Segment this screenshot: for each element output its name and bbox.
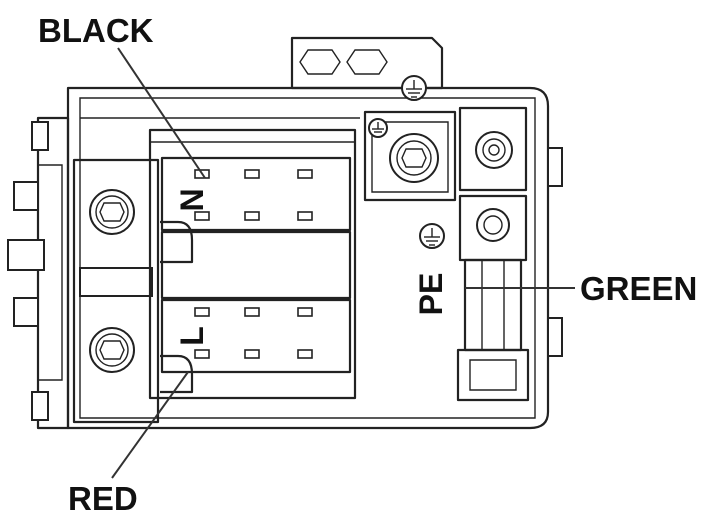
earth-terminal-assembly xyxy=(363,106,530,402)
protective-earth-icon xyxy=(368,118,388,138)
protective-earth-marking: PE xyxy=(413,273,449,316)
protective-earth-icon xyxy=(401,75,427,101)
live-marking: L xyxy=(174,326,210,346)
green-wire-label: GREEN xyxy=(580,270,697,307)
hex-screw-icon xyxy=(89,327,135,373)
hex-screw-icon xyxy=(89,189,135,235)
red-leader-line xyxy=(111,371,189,479)
protective-earth-icon xyxy=(419,223,445,249)
round-screw-icon xyxy=(476,208,510,242)
black-leader-line xyxy=(117,47,206,179)
red-wire-label: RED xyxy=(68,480,138,517)
black-wire-label: BLACK xyxy=(38,12,154,49)
hex-screw-icon xyxy=(389,133,439,183)
neutral-marking: N xyxy=(174,188,210,211)
connector-block xyxy=(148,128,357,400)
terminal-housing xyxy=(7,36,563,430)
round-screw-icon xyxy=(475,131,513,169)
